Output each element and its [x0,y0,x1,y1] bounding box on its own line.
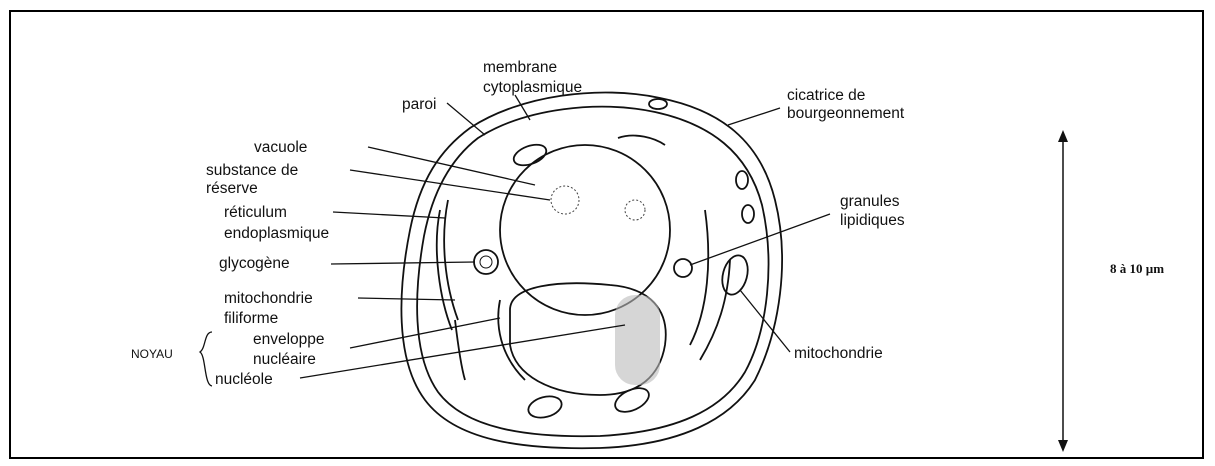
mitochondrion [718,253,752,298]
label-bourgeonnement: bourgeonnement [787,105,905,122]
label-granules: granules [840,193,900,210]
label-cicatrice: cicatrice de [787,87,865,104]
mitochondrion [611,383,652,416]
noyau-brace [200,332,212,386]
label-filiforme: filiforme [224,310,278,327]
label-nucleole: nucléole [215,371,273,388]
mitochondrion [526,393,564,421]
label-reserve: réserve [206,180,258,197]
leader-membrane [515,95,530,120]
reserve-granule [551,186,579,214]
cytoplasmic-membrane [417,107,768,437]
leader-vacuole [368,147,535,185]
glycogen-granule [480,256,492,268]
bud-scar [649,99,667,109]
label-mitochondrie: mitochondrie [794,345,883,362]
bud-scar [736,171,748,189]
er-strand [690,210,708,345]
label-vacuole: vacuole [254,139,307,156]
label-lipidiques: lipidiques [840,212,905,229]
leader-mito-fili [358,298,455,300]
leader-cicatrice [728,108,780,125]
nucleolus [615,295,660,385]
filiform-mitochondria [455,320,465,380]
endoplasmic-reticulum [444,200,458,320]
label-endoplasmique: endoplasmique [224,225,329,242]
label-mito-fili: mitochondrie [224,290,313,307]
leader-mitochondrie [740,290,790,352]
glycogen-granule [474,250,498,274]
reserve-granule [625,200,645,220]
label-glycogene: glycogène [219,255,290,272]
er-fragment [618,136,665,145]
label-substance: substance de [206,162,298,179]
label-reticulum: réticulum [224,204,287,221]
label-nucleaire: nucléaire [253,351,316,368]
label-noyau: NOYAU [131,347,173,361]
vacuole [500,145,670,315]
scale-label: 8 à 10 µm [1110,261,1164,276]
scale-arrow-top [1058,130,1068,142]
leader-glycogene [331,262,475,264]
leader-granules [690,214,830,265]
leader-enveloppe [350,318,500,348]
scale-arrow-bottom [1058,440,1068,452]
lipid-granule [674,259,692,277]
label-cytoplasmique: cytoplasmique [483,79,582,96]
label-paroi: paroi [402,96,436,113]
label-enveloppe: enveloppe [253,331,325,348]
bud-scar [742,205,754,223]
label-membrane: membrane [483,59,557,76]
er-strand [700,260,730,360]
